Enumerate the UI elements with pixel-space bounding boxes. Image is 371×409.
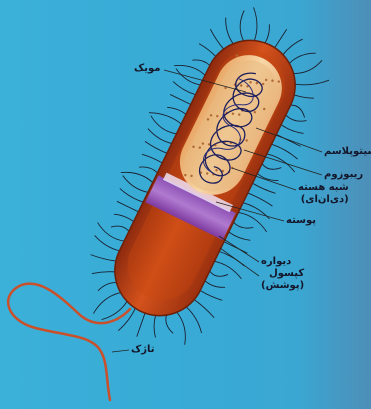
- pilus: [121, 172, 153, 182]
- pilus: [91, 255, 116, 261]
- pilus: [93, 293, 120, 314]
- pilus: [117, 201, 139, 212]
- pilus: [142, 154, 162, 163]
- pilus: [229, 232, 251, 240]
- pilus: [210, 29, 223, 49]
- pilus: [148, 129, 172, 144]
- pilus: [137, 313, 145, 337]
- pilus: [167, 107, 186, 114]
- pilus: [224, 242, 247, 253]
- pilus: [139, 167, 157, 173]
- label-pili: مویک: [134, 63, 160, 75]
- pilus: [170, 94, 191, 104]
- pilus: [102, 301, 127, 319]
- label-wall: دیواره: [261, 256, 291, 268]
- pilus: [192, 60, 209, 66]
- pilus: [295, 80, 329, 85]
- pilus: [226, 18, 233, 44]
- pilus: [154, 315, 156, 337]
- pilus: [257, 173, 278, 180]
- label-cytoplasm: سیتوپلاسم: [324, 146, 371, 158]
- pilus: [111, 226, 129, 231]
- pilus: [262, 164, 281, 170]
- pilus: [173, 82, 195, 95]
- pilus: [289, 53, 315, 63]
- pilus: [240, 10, 244, 40]
- pilus: [254, 7, 257, 40]
- pilus: [275, 29, 287, 47]
- flagellum: [8, 284, 130, 400]
- pilus: [199, 44, 216, 57]
- pilus: [149, 113, 181, 124]
- pilus: [253, 183, 276, 193]
- label-nucleoid: شبه هسته (دی‌ان‌ای): [298, 182, 349, 206]
- pilus: [286, 115, 307, 121]
- pilus: [200, 291, 222, 301]
- pilus: [294, 60, 323, 73]
- pilus: [281, 125, 303, 134]
- pilus: [248, 193, 273, 206]
- pilus: [123, 176, 148, 193]
- pilus: [265, 24, 269, 43]
- pilus: [98, 283, 116, 291]
- pilus: [114, 214, 134, 221]
- pilus: [186, 307, 201, 333]
- pilus: [276, 134, 300, 146]
- pilus: [177, 312, 186, 344]
- pilus: [98, 223, 125, 242]
- label-capsule: کپسول (پوشش): [261, 268, 304, 292]
- pilus: [166, 315, 173, 333]
- pilus: [291, 105, 305, 117]
- pilus: [238, 212, 266, 231]
- pilus: [283, 39, 303, 55]
- pilus: [210, 271, 228, 276]
- pilus: [145, 141, 167, 153]
- pilus: [95, 235, 120, 250]
- pilus: [194, 300, 214, 318]
- pilus: [233, 222, 253, 228]
- pilus: [294, 95, 314, 98]
- label-ribosome: ریبوزوم: [324, 169, 363, 181]
- label-membrane: پوسته: [286, 215, 316, 227]
- label-flagellum: تاژک: [131, 344, 155, 356]
- pilus: [205, 281, 225, 288]
- pilus: [120, 188, 143, 202]
- pilus: [92, 272, 115, 274]
